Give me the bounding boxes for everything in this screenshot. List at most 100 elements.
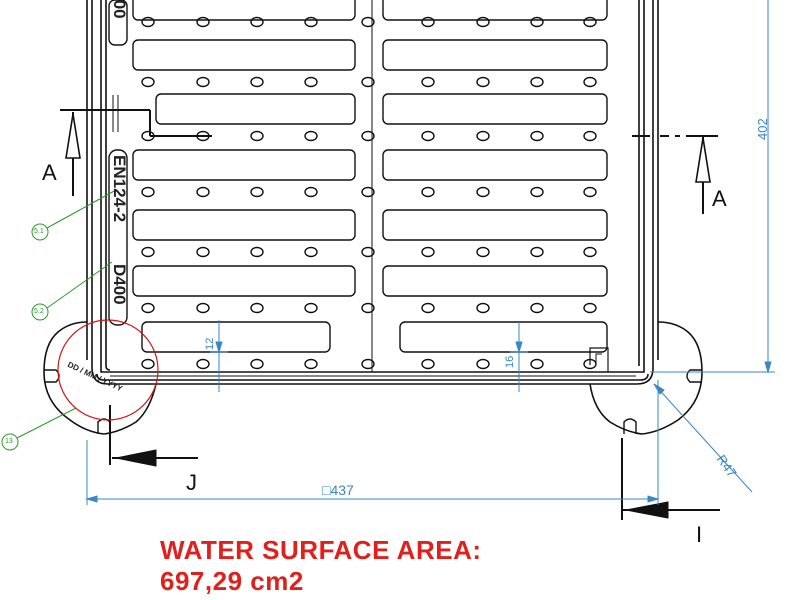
drain-hole <box>476 358 490 370</box>
emboss-standard: EN124-2 <box>110 155 129 223</box>
slot-group <box>132 0 608 353</box>
drain-hole <box>530 130 544 142</box>
grate-slot <box>132 209 356 241</box>
grate-slot <box>141 321 331 353</box>
grate-slot <box>382 265 608 297</box>
grate-slot <box>132 265 356 297</box>
drain-hole <box>583 16 597 28</box>
drain-hole <box>476 186 490 198</box>
drain-hole <box>530 302 544 314</box>
drain-hole <box>421 16 435 28</box>
drain-hole <box>476 130 490 142</box>
drain-hole <box>141 76 155 88</box>
drain-hole <box>196 76 210 88</box>
callout-leaders <box>1 189 117 451</box>
drain-hole <box>361 302 375 314</box>
drain-hole <box>141 302 155 314</box>
drain-hole <box>250 246 264 258</box>
drain-hole <box>361 186 375 198</box>
drain-hole <box>141 16 155 28</box>
drain-hole <box>530 246 544 258</box>
drain-hole <box>304 186 318 198</box>
drain-hole <box>530 358 544 370</box>
callout-5-1: 5.1 <box>34 228 44 235</box>
dimension-lines <box>85 0 775 505</box>
drain-hole <box>361 246 375 258</box>
grate-slot <box>382 0 608 21</box>
drain-hole <box>196 16 210 28</box>
view-arrows <box>109 405 720 520</box>
drain-hole <box>250 186 264 198</box>
section-label-right: A <box>712 186 727 211</box>
drain-hole <box>583 76 597 88</box>
emboss-class-top: D400 <box>109 0 129 19</box>
drain-hole <box>421 302 435 314</box>
drain-hole <box>421 358 435 370</box>
drain-hole <box>304 246 318 258</box>
drain-hole <box>361 358 375 370</box>
drain-hole <box>583 246 597 258</box>
view-label-i: I <box>696 522 703 547</box>
drain-hole <box>530 186 544 198</box>
drain-hole <box>304 16 318 28</box>
drain-hole <box>476 302 490 314</box>
drain-hole <box>250 358 264 370</box>
grate-slot <box>132 39 356 71</box>
drain-hole <box>304 302 318 314</box>
grate-slot <box>382 93 608 125</box>
drain-hole <box>361 16 375 28</box>
drain-hole <box>304 130 318 142</box>
drain-hole <box>304 358 318 370</box>
dimension-height: 402 <box>755 118 770 140</box>
drain-hole <box>421 130 435 142</box>
drain-hole <box>583 302 597 314</box>
drain-hole <box>476 76 490 88</box>
drain-hole <box>583 186 597 198</box>
drain-hole <box>476 16 490 28</box>
drain-hole <box>304 76 318 88</box>
callout-13: 13 <box>5 438 13 445</box>
drain-hole <box>361 130 375 142</box>
drain-hole <box>141 186 155 198</box>
drain-hole <box>476 246 490 258</box>
drain-hole <box>421 186 435 198</box>
drain-hole <box>583 130 597 142</box>
grate-slot <box>382 149 608 181</box>
drain-hole <box>196 302 210 314</box>
dimension-gap-right: 16 <box>504 355 516 368</box>
drain-hole <box>250 130 264 142</box>
drain-hole <box>583 358 597 370</box>
dimension-gap-left: 12 <box>204 337 216 350</box>
drain-hole <box>530 76 544 88</box>
drain-hole <box>250 16 264 28</box>
hole-group <box>141 16 597 370</box>
drain-hole <box>196 246 210 258</box>
drain-hole <box>196 186 210 198</box>
drain-hole <box>141 358 155 370</box>
detail-circle <box>57 319 159 421</box>
drain-hole <box>421 76 435 88</box>
section-label-left: A <box>42 160 57 185</box>
grate-slot <box>155 93 356 125</box>
grate-slot <box>382 39 608 71</box>
grate-slot <box>382 209 608 241</box>
view-label-j: J <box>186 470 197 495</box>
water-surface-value: 697,29 cm2 <box>160 566 304 596</box>
drain-hole <box>250 302 264 314</box>
grate-slot <box>132 149 356 181</box>
drain-hole <box>141 246 155 258</box>
drain-hole <box>361 76 375 88</box>
section-line-a <box>60 109 718 214</box>
drain-hole <box>196 358 210 370</box>
callout-5-2: 5.2 <box>34 308 44 315</box>
water-surface-title: WATER SURFACE AREA: <box>160 535 482 565</box>
grate-frame <box>43 0 703 435</box>
grate-slot <box>399 321 608 353</box>
emboss-class-mid: D400 <box>110 264 129 305</box>
drain-hole <box>530 16 544 28</box>
drain-hole <box>421 246 435 258</box>
dimension-width: □437 <box>322 482 354 498</box>
grate-slot <box>132 0 356 21</box>
drain-hole <box>250 76 264 88</box>
